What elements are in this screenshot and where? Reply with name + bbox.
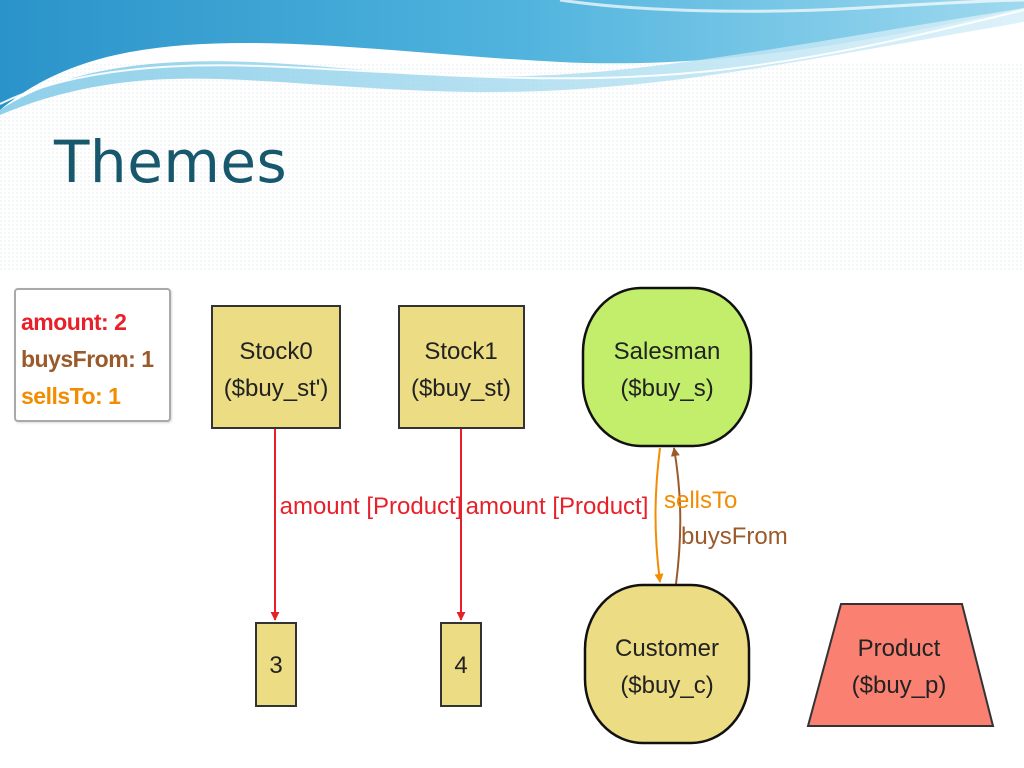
node-stock0[interactable]: Stock0 ($buy_st') [211, 305, 341, 429]
edge-label-stock0-amount: amount [Product] [280, 493, 463, 520]
edge-sellsto [654, 447, 664, 583]
node-product[interactable]: Product ($buy_p) [806, 603, 995, 727]
node-stock1[interactable]: Stock1 ($buy_st) [398, 305, 525, 429]
node-value-3[interactable]: 3 [255, 622, 297, 707]
node-value-4-label: 4 [454, 652, 467, 679]
node-salesman-name: Salesman [614, 338, 721, 365]
node-salesman-binding: ($buy_s) [620, 375, 713, 402]
node-stock1-name: Stock1 [424, 338, 497, 365]
legend-item-buysfrom: buysFrom: 1 [21, 346, 154, 372]
node-product-binding: ($buy_p) [852, 672, 947, 699]
slide-title: Themes [54, 128, 288, 196]
node-salesman[interactable]: Salesman ($buy_s) [581, 286, 753, 448]
edge-label-stock1-amount: amount [Product] [466, 493, 649, 520]
edge-count-legend: amount: 2 buysFrom: 1 sellsTo: 1 [14, 288, 171, 422]
node-stock0-name: Stock0 [239, 338, 312, 365]
node-customer-name: Customer [615, 635, 719, 662]
node-stock1-binding: ($buy_st) [411, 375, 511, 402]
edge-buysfrom [670, 447, 682, 585]
node-stock0-binding: ($buy_st') [224, 375, 329, 402]
node-value-4[interactable]: 4 [440, 622, 482, 707]
node-value-3-label: 3 [269, 652, 282, 679]
edge-label-buysfrom: buysFrom [681, 523, 788, 550]
edge-label-sellsto: sellsTo [664, 487, 737, 514]
node-customer[interactable]: Customer ($buy_c) [583, 583, 751, 745]
legend-item-sellsto: sellsTo: 1 [21, 383, 121, 409]
node-customer-binding: ($buy_c) [620, 672, 713, 699]
legend-item-amount: amount: 2 [21, 309, 127, 335]
slide-header-decoration [0, 0, 1024, 270]
node-product-name: Product [858, 635, 941, 662]
